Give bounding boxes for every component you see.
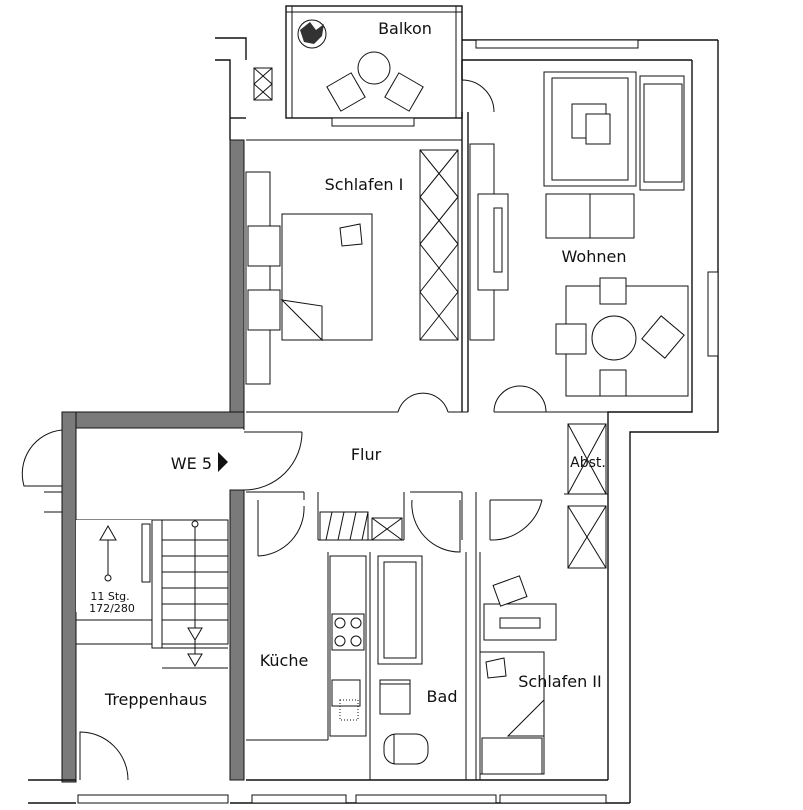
bathtub-inner [383,561,417,659]
desk-chair [492,575,528,607]
cabinet [253,67,273,101]
door [411,499,461,553]
stairs [75,519,229,669]
coffee-table-item [585,113,611,145]
entry-arrow-icon [218,452,228,472]
drain-rack [339,699,359,721]
entry-door [243,431,303,491]
kueche-furniture [329,555,367,737]
room-label-wohnen: Wohnen [562,247,627,266]
door [21,429,63,487]
bad-furniture [377,555,429,765]
room-label-flur: Flur [351,445,382,464]
dining-table [591,315,637,361]
room-label-treppenhaus: Treppenhaus [104,690,207,709]
door [257,500,305,557]
stair-rail [141,523,151,583]
chair [641,315,685,359]
room-label-kueche: Küche [260,651,309,670]
window [331,117,415,127]
room-label-schlafen2: Schlafen II [518,672,601,691]
pillow-icon [339,223,363,247]
window [707,271,719,357]
tv [493,207,503,273]
door [489,499,543,541]
wall-segment [61,411,245,429]
coat-rack [319,511,369,541]
door [397,392,449,413]
door [79,731,129,781]
wohnen-furniture [469,71,689,397]
unit-label: WE 5 [171,454,212,473]
stairs-dimension-label: 172/280 [89,602,135,615]
wall-segment [61,411,77,783]
stove [331,613,365,651]
washbasin [379,679,411,715]
keyboard [499,617,541,629]
toilet [383,733,429,765]
schlafen1-furniture [245,149,459,385]
schlafen2-furniture [479,575,557,775]
plant-foliage-icon [300,22,324,44]
chair [599,369,627,397]
nightstand [247,225,281,267]
sink [331,679,361,707]
tv-unit [477,193,509,291]
chair [599,277,627,305]
sofa-seat [643,83,683,183]
window [475,39,639,49]
dresser [245,171,271,385]
nightstand [247,289,281,331]
door [461,79,495,113]
window [499,794,607,804]
round-table [357,51,391,85]
balcony-furniture [253,19,424,112]
window [77,794,229,804]
room-label-bad: Bad [427,687,458,706]
bed-foot [481,737,543,775]
flur-furniture [218,452,403,541]
room-label-abst: Abst. [570,455,606,471]
abst-furniture [567,423,607,569]
room-label-schlafen1: Schlafen I [325,175,404,194]
chair [555,323,587,355]
pillow-icon [485,657,507,679]
window [355,794,497,804]
stair-rail [151,519,163,649]
doors [21,79,547,781]
window [251,794,347,804]
stairs-steps-label: 11 Stg. [90,590,129,603]
room-label-balkon: Balkon [378,19,432,38]
wardrobe [419,149,459,341]
chair [384,72,424,112]
chair [326,72,366,112]
door [493,385,547,413]
wall-segment [229,489,245,781]
exterior-walls [28,5,719,804]
wall-segment [229,139,245,416]
windows [77,39,719,804]
